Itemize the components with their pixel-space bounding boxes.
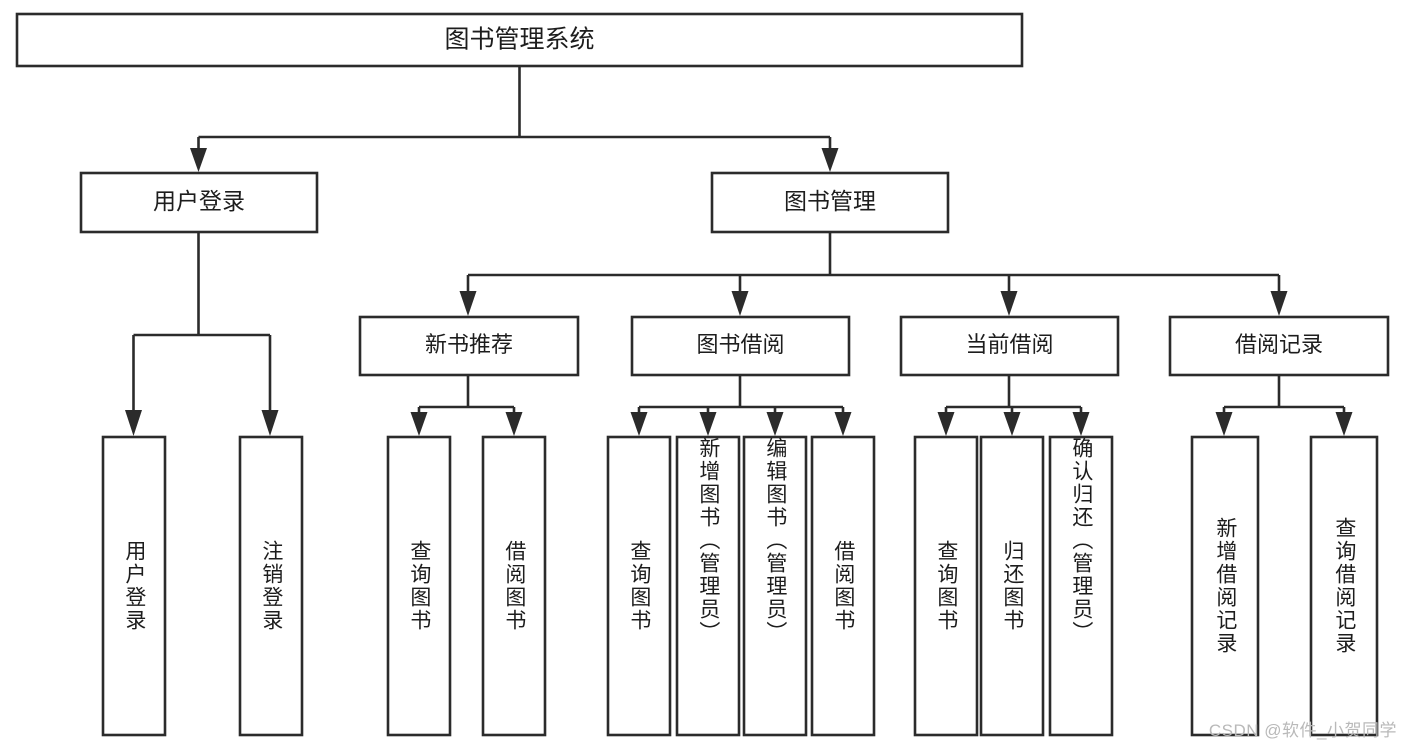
node-leaf-cb-confirm-return-rect[interactable] (1048, 435, 1114, 737)
arrow-head-bb-leaf-1 (630, 412, 648, 436)
node-current-borrow-rect[interactable] (899, 315, 1120, 377)
node-leaf-br-query-record-rect[interactable] (1309, 435, 1379, 737)
node-book-borrow-label: 图书借阅 (696, 332, 784, 357)
arrow-head-leaf-user-login (125, 410, 142, 436)
arrow-head-nb-leaf-1 (410, 412, 428, 436)
arrow-head-borrow-record (1270, 291, 1288, 316)
node-book-management-rect[interactable] (710, 171, 950, 234)
arrow-head-br-leaf-1 (1215, 412, 1233, 436)
node-leaf-bb-query-book-rect[interactable] (606, 435, 672, 737)
node-user-login[interactable]: 用户登录 (79, 171, 319, 234)
arrow-head-leaf-logout (261, 410, 279, 436)
arrow-head-cb-leaf-1 (937, 412, 955, 436)
arrow-head-cb-leaf-3 (1072, 412, 1090, 436)
connector-borrow-record-to-leaves (1215, 375, 1353, 436)
arrow-head-book-mgmt (821, 148, 839, 172)
node-leaf-bb-add-book-rect[interactable] (675, 435, 741, 737)
arrow-head-br-leaf-2 (1335, 412, 1353, 436)
node-book-management-label: 图书管理 (784, 188, 876, 214)
node-new-book-recommend-rect[interactable] (358, 315, 580, 377)
arrow-head-bb-leaf-4 (834, 412, 852, 436)
node-root-system-label: 图书管理系统 (444, 26, 594, 54)
node-leaf-user-login-rect[interactable] (101, 435, 167, 737)
connector-new-book-to-leaves (410, 375, 523, 436)
node-current-borrow-label: 当前借阅 (965, 332, 1053, 357)
connector-book-borrow-to-leaves (630, 375, 852, 436)
node-leaf-nb-borrow-book-rect[interactable] (481, 435, 547, 737)
arrow-head-book-borrow (731, 291, 749, 316)
arrow-head-bb-leaf-2 (699, 412, 717, 436)
node-leaf-br-add-record-rect[interactable] (1190, 435, 1260, 737)
csdn-watermark: CSDN @软件_小贺同学 (1208, 721, 1397, 740)
node-leaf-cb-return-book-rect[interactable] (979, 435, 1045, 737)
node-book-borrow[interactable]: 图书借阅 (630, 315, 851, 377)
node-borrow-record-rect[interactable] (1168, 315, 1390, 377)
node-leaf-logout-rect[interactable] (238, 435, 304, 737)
arrow-head-current-borrow (1000, 291, 1018, 316)
node-new-book-recommend-label: 新书推荐 (425, 332, 513, 357)
node-leaf-nb-query-book-rect[interactable] (386, 435, 452, 737)
connector-root-to-level2 (190, 66, 839, 172)
node-current-borrow[interactable]: 当前借阅 (899, 315, 1120, 377)
connector-user-login-to-leaves (125, 232, 279, 436)
node-user-login-label: 用户登录 (153, 188, 245, 214)
node-root-system[interactable]: 图书管理系统 (15, 12, 1024, 68)
node-new-book-recommend[interactable]: 新书推荐 (358, 315, 580, 377)
node-leaf-cb-query-book-rect[interactable] (913, 435, 979, 737)
node-user-login-rect[interactable] (79, 171, 319, 234)
arrow-head-nb-leaf-2 (505, 412, 523, 436)
node-root-system-rect[interactable] (15, 12, 1024, 68)
node-book-borrow-rect[interactable] (630, 315, 851, 377)
arrow-head-new-book (459, 291, 477, 316)
node-leaf-bb-borrow-book-rect[interactable] (810, 435, 876, 737)
node-book-management[interactable]: 图书管理 (710, 171, 950, 234)
node-leaf-bb-edit-book-rect[interactable] (742, 435, 808, 737)
arrow-head-user-login (190, 148, 207, 172)
arrow-head-bb-leaf-3 (766, 412, 784, 436)
connector-current-borrow-to-leaves (937, 375, 1090, 436)
connector-book-mgmt-to-level3 (459, 232, 1288, 316)
node-borrow-record[interactable]: 借阅记录 (1168, 315, 1390, 377)
node-borrow-record-label: 借阅记录 (1235, 332, 1323, 357)
arrow-head-cb-leaf-2 (1003, 412, 1021, 436)
